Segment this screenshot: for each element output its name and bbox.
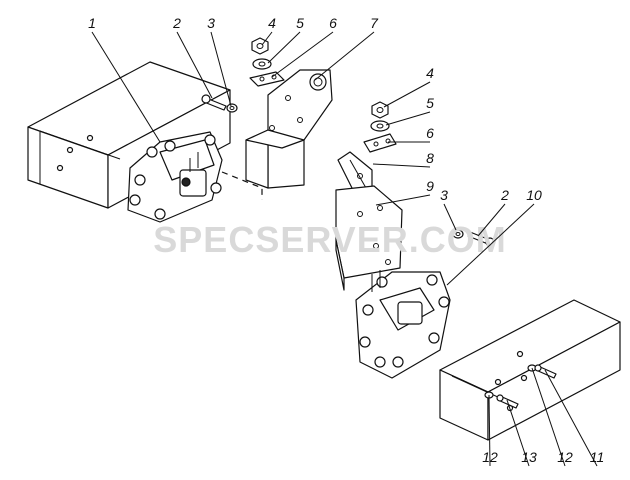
callout-leader-7: [383, 81, 431, 108]
callout-label-15: 12: [482, 449, 498, 465]
callout-label-16: 13: [521, 449, 537, 465]
callout-leader-10: [372, 163, 431, 168]
plate-upper: [249, 71, 285, 87]
callout-label-8: 5: [426, 95, 434, 111]
callout-label-18: 11: [590, 449, 605, 465]
frame-rail-right: [439, 299, 621, 441]
callout-leader-15: [488, 394, 491, 467]
callout-leader-17: [531, 367, 566, 467]
bracket-upper: [245, 69, 333, 189]
callout-label-3: 4: [268, 15, 276, 31]
callout-label-2: 3: [207, 15, 215, 31]
washer-upper: [226, 103, 238, 113]
callout-leader-11: [375, 194, 431, 206]
callout-leader-0: [91, 31, 161, 143]
bracket-lower: [335, 185, 403, 291]
plate-right: [363, 133, 397, 153]
callout-label-14: 10: [526, 187, 542, 203]
callout-label-6: 7: [370, 15, 379, 31]
callout-leader-13: [477, 203, 506, 237]
engine-mount-right: [355, 270, 451, 379]
callout-label-7: 4: [426, 65, 434, 81]
callout-label-17: 12: [557, 449, 573, 465]
callout-label-10: 8: [426, 150, 434, 166]
callout-leader-4: [267, 31, 301, 64]
callout-leader-1: [176, 31, 213, 99]
callout-leader-6: [314, 31, 375, 81]
watermark-text: SPECSERVER.COM: [153, 219, 506, 260]
bolt-upper: [201, 94, 227, 111]
callout-label-13: 2: [500, 187, 509, 203]
callout-leader-12: [443, 203, 457, 231]
callout-label-12: 3: [440, 187, 448, 203]
washer-upper-2: [252, 58, 272, 70]
callout-leader-14: [446, 203, 535, 286]
callout-label-11: 9: [426, 178, 434, 194]
callout-label-0: 1: [88, 15, 96, 31]
callout-leader-18: [544, 369, 598, 467]
callout-label-1: 2: [172, 15, 181, 31]
callout-leader-3: [261, 31, 273, 46]
callout-leader-2: [210, 31, 232, 107]
nut-right: [371, 101, 389, 119]
callout-leader-5: [271, 31, 334, 78]
callout-leader-8: [385, 111, 431, 126]
bolt-right: [467, 231, 495, 247]
callout-label-5: 6: [329, 15, 337, 31]
callout-label-9: 6: [426, 125, 434, 141]
washer-right: [370, 120, 390, 132]
alignment-line: [221, 171, 263, 200]
washer-right-lower: [452, 229, 464, 239]
callout-label-4: 5: [296, 15, 304, 31]
engine-mount-left: [127, 131, 223, 223]
callout-leader-16: [506, 399, 530, 467]
